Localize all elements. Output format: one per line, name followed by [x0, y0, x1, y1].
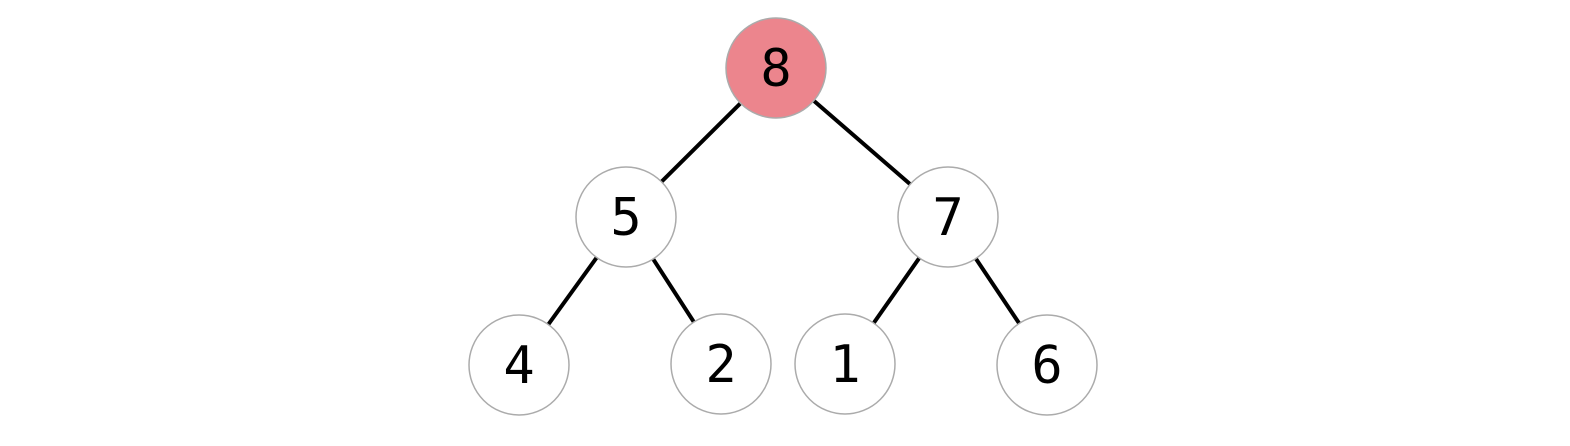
- tree-node-7: 7: [897, 166, 999, 268]
- node-circle-highlighted: [725, 17, 827, 119]
- node-label: 5: [610, 188, 641, 248]
- node-label: 4: [503, 336, 534, 396]
- node-label: 8: [760, 39, 791, 99]
- node-circle: [468, 314, 570, 416]
- tree-nodes-layer: 8 5 7 4 2 1 6: [468, 17, 1098, 416]
- tree-node-5: 5: [575, 166, 677, 268]
- node-circle: [794, 313, 896, 415]
- tree-node-2: 2: [670, 313, 772, 415]
- node-circle: [575, 166, 677, 268]
- node-circle: [897, 166, 999, 268]
- node-label: 7: [932, 188, 963, 248]
- node-label: 6: [1031, 336, 1062, 396]
- tree-node-1: 1: [794, 313, 896, 415]
- node-circle: [670, 313, 772, 415]
- tree-node-8: 8: [725, 17, 827, 119]
- tree-node-4: 4: [468, 314, 570, 416]
- node-label: 1: [829, 335, 860, 395]
- tree-node-6: 6: [996, 314, 1098, 416]
- node-circle: [996, 314, 1098, 416]
- node-label: 2: [705, 335, 736, 395]
